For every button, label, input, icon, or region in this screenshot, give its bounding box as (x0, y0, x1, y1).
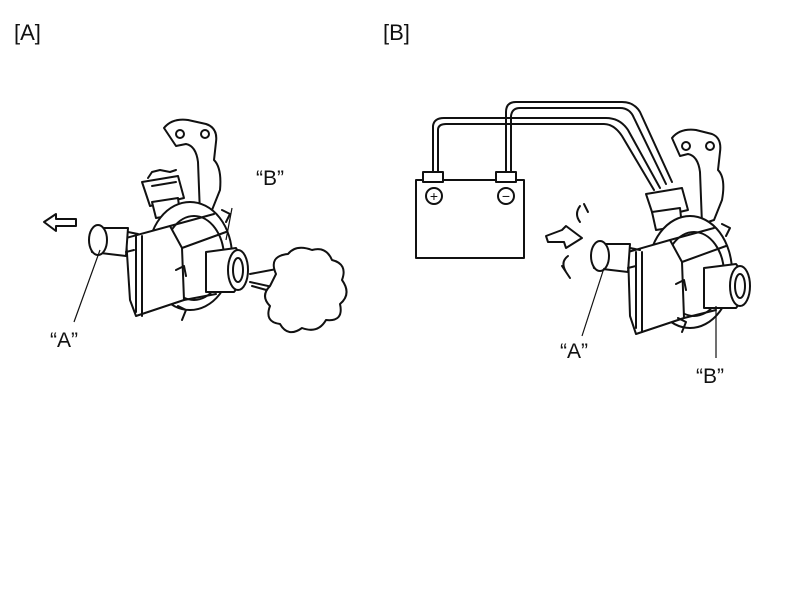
battery-positive-symbol: + (430, 188, 438, 204)
panel-b-label: [B] (383, 20, 410, 45)
callout-port-a: “A” (560, 340, 588, 363)
leader-line-a (581, 267, 605, 337)
battery-icon: + − (415, 171, 525, 259)
air-puff-icon (264, 246, 348, 334)
flow-arrow-icon (43, 213, 77, 232)
valve-icon (88, 118, 249, 321)
leader-line-a (73, 249, 101, 323)
callout-port-a: “A” (50, 329, 78, 352)
callout-port-b: “B” (696, 365, 724, 388)
panel-a-figure: “A” “B” (43, 118, 348, 352)
flow-arrow-icon (545, 203, 589, 279)
battery-wires (432, 101, 673, 191)
callout-port-b: “B” (256, 167, 284, 190)
panel-b-figure: + − (415, 101, 751, 388)
valve-icon (590, 128, 751, 335)
panel-a-label: [A] (14, 20, 41, 45)
leader-line-b (225, 207, 233, 241)
battery-negative-symbol: − (502, 188, 510, 204)
